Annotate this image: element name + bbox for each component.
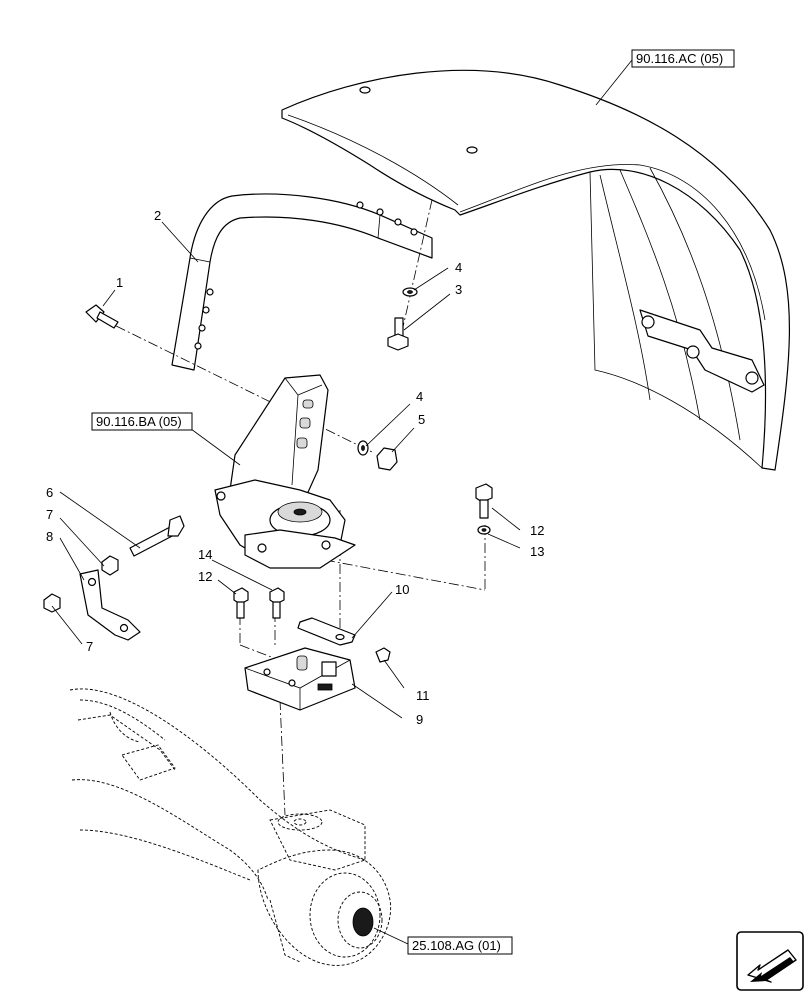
sensor-box-9 <box>244 647 356 711</box>
callout-7-lower: 7 <box>86 639 93 654</box>
mount-bracket <box>214 374 356 569</box>
assembly-centerlines <box>99 199 486 816</box>
washer-4-top <box>402 287 418 297</box>
screw-11 <box>375 647 391 663</box>
callout-8: 8 <box>46 529 53 544</box>
callout-13: 13 <box>530 544 544 559</box>
nut-5 <box>376 447 398 471</box>
ref-mount-label: 90.116.BA (05) <box>96 414 182 429</box>
callout-4-top: 4 <box>455 260 462 275</box>
ref-mount[interactable]: 90.116.BA (05) <box>91 412 193 431</box>
bolt-1 <box>85 304 119 329</box>
bolt-12-mid <box>233 587 249 619</box>
callout-9: 9 <box>416 712 423 727</box>
callouts: 1 2 3 4 4 5 6 7 8 7 14 12 12 13 10 11 9 <box>46 208 544 727</box>
leader-lines <box>51 59 633 945</box>
ref-axle[interactable]: 25.108.AG (01) <box>407 936 513 955</box>
plate-10 <box>297 617 356 646</box>
callout-12-right: 12 <box>530 523 544 538</box>
nut-7-upper <box>101 555 119 576</box>
bolt-6 <box>129 515 185 557</box>
callout-14: 14 <box>198 547 212 562</box>
stay-bracket <box>171 193 433 371</box>
callout-4-mid: 4 <box>416 389 423 404</box>
callout-1: 1 <box>116 275 123 290</box>
callout-3: 3 <box>455 282 462 297</box>
bolt-3 <box>387 317 409 351</box>
nut-7-lower <box>43 593 61 613</box>
callout-10: 10 <box>395 582 409 597</box>
ref-fender-label: 90.116.AC (05) <box>636 51 723 66</box>
callout-12-mid: 12 <box>198 569 212 584</box>
callout-11: 11 <box>416 688 430 703</box>
washer-13 <box>477 525 491 535</box>
ref-axle-label: 25.108.AG (01) <box>412 938 501 953</box>
callout-6: 6 <box>46 485 53 500</box>
bolt-12-right <box>475 483 493 519</box>
callout-7-upper: 7 <box>46 507 53 522</box>
ref-fender[interactable]: 90.116.AC (05) <box>631 49 735 68</box>
bracket-8 <box>79 569 141 641</box>
front-axle <box>69 688 392 966</box>
arrow-icon[interactable] <box>736 931 804 991</box>
callout-2: 2 <box>154 208 161 223</box>
callout-5: 5 <box>418 412 425 427</box>
fender <box>281 69 790 471</box>
bolt-14 <box>269 587 285 619</box>
washer-4-mid <box>357 440 369 456</box>
